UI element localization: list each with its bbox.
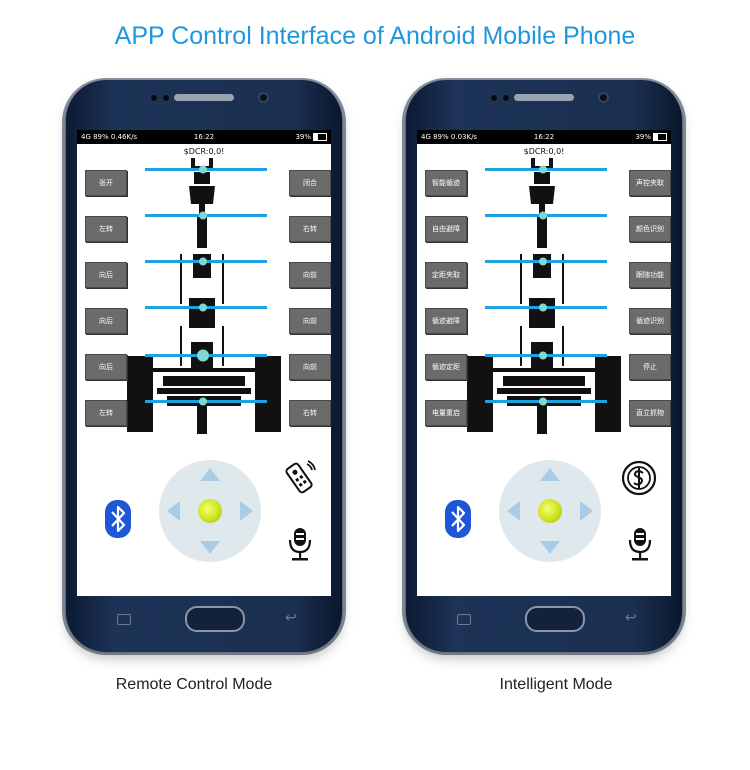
status-battery: 39% [295, 130, 327, 144]
sensor-dot [490, 94, 498, 102]
arrow-down-icon[interactable] [200, 541, 220, 554]
bluetooth-icon[interactable] [105, 500, 131, 538]
battery-percent: 39% [295, 133, 311, 141]
earpiece-speaker [174, 94, 234, 101]
status-time: 16:22 [533, 133, 555, 141]
arrow-up-icon[interactable] [540, 468, 560, 481]
button-right-1[interactable]: 闭合 [289, 170, 331, 196]
arrow-up-icon[interactable] [200, 468, 220, 481]
caption-intelligent: Intelligent Mode [499, 676, 613, 693]
button-right-3[interactable]: 向前 [289, 262, 331, 288]
status-battery: 39% [635, 130, 667, 144]
button-left-2[interactable]: 自由避障 [425, 216, 467, 242]
back-icon[interactable]: ↩ [625, 610, 637, 626]
phone-intelligent: 4G 89% 0.03K/s 16:22 39% $DCR:0,0! [402, 78, 686, 655]
button-right-1[interactable]: 声控夹取 [629, 170, 671, 196]
page-title: APP Control Interface of Android Mobile … [114, 22, 636, 50]
back-icon[interactable]: ↩ [285, 610, 297, 626]
phone-remote-control: 4G 89% 0.46K/s 16:22 39% $DCR:0,0! [62, 78, 346, 655]
dollar-coin-icon[interactable] [621, 460, 657, 496]
status-time: 16:22 [193, 133, 215, 141]
battery-icon [313, 133, 327, 141]
sensor-dot [150, 94, 158, 102]
robot-diagram [467, 158, 621, 434]
hardware-nav-bar: ↩ [417, 600, 671, 640]
joystick[interactable] [499, 460, 601, 562]
arrow-down-icon[interactable] [540, 541, 560, 554]
button-right-2[interactable]: 颜色识别 [629, 216, 671, 242]
robot-diagram [127, 158, 281, 434]
recent-apps-icon[interactable] [457, 614, 471, 625]
joystick[interactable] [159, 460, 261, 562]
button-left-5[interactable]: 循迹定距 [425, 354, 467, 380]
button-right-2[interactable]: 右转 [289, 216, 331, 242]
button-left-6[interactable]: 电量重启 [425, 400, 467, 426]
status-signal: 4G 89% 0.03K/s [421, 133, 478, 141]
caption-remote-control: Remote Control Mode [115, 676, 273, 693]
button-left-4[interactable]: 向后 [85, 308, 127, 334]
button-right-4[interactable]: 向前 [289, 308, 331, 334]
home-button[interactable] [185, 606, 245, 632]
earpiece-speaker [514, 94, 574, 101]
hardware-nav-bar: ↩ [77, 600, 331, 640]
front-camera [258, 92, 269, 103]
app-screen: 4G 89% 0.46K/s 16:22 39% $DCR:0,0! [77, 130, 331, 596]
button-right-6[interactable]: 直立抓物 [629, 400, 671, 426]
status-bar: 4G 89% 0.03K/s 16:22 39% [417, 130, 671, 144]
status-bar: 4G 89% 0.46K/s 16:22 39% [77, 130, 331, 144]
front-camera [598, 92, 609, 103]
dcr-readout: $DCR:0,0! [183, 147, 225, 156]
button-left-1[interactable]: 智能循迹 [425, 170, 467, 196]
button-right-4[interactable]: 循迹识别 [629, 308, 671, 334]
button-right-5[interactable]: 停止 [629, 354, 671, 380]
home-button[interactable] [525, 606, 585, 632]
arrow-right-icon[interactable] [240, 501, 253, 521]
microphone-icon[interactable] [627, 526, 653, 562]
battery-percent: 39% [635, 133, 651, 141]
button-left-4[interactable]: 循迹避障 [425, 308, 467, 334]
arrow-left-icon[interactable] [167, 501, 180, 521]
sensor-dot [162, 94, 170, 102]
arrow-left-icon[interactable] [507, 501, 520, 521]
button-left-2[interactable]: 左转 [85, 216, 127, 242]
button-right-3[interactable]: 跟随功能 [629, 262, 671, 288]
battery-icon [653, 133, 667, 141]
joystick-knob[interactable] [198, 499, 222, 523]
microphone-icon[interactable] [287, 526, 313, 562]
bluetooth-icon[interactable] [445, 500, 471, 538]
button-left-1[interactable]: 张开 [85, 170, 127, 196]
sensor-dot [502, 94, 510, 102]
button-left-3[interactable]: 定距夹取 [425, 262, 467, 288]
remote-control-icon[interactable] [281, 460, 317, 496]
button-right-5[interactable]: 向前 [289, 354, 331, 380]
button-left-3[interactable]: 向后 [85, 262, 127, 288]
button-left-5[interactable]: 向后 [85, 354, 127, 380]
joystick-knob[interactable] [538, 499, 562, 523]
button-right-6[interactable]: 右转 [289, 400, 331, 426]
button-left-6[interactable]: 左转 [85, 400, 127, 426]
app-screen: 4G 89% 0.03K/s 16:22 39% $DCR:0,0! [417, 130, 671, 596]
recent-apps-icon[interactable] [117, 614, 131, 625]
arrow-right-icon[interactable] [580, 501, 593, 521]
status-signal: 4G 89% 0.46K/s [81, 133, 138, 141]
dcr-readout: $DCR:0,0! [523, 147, 565, 156]
